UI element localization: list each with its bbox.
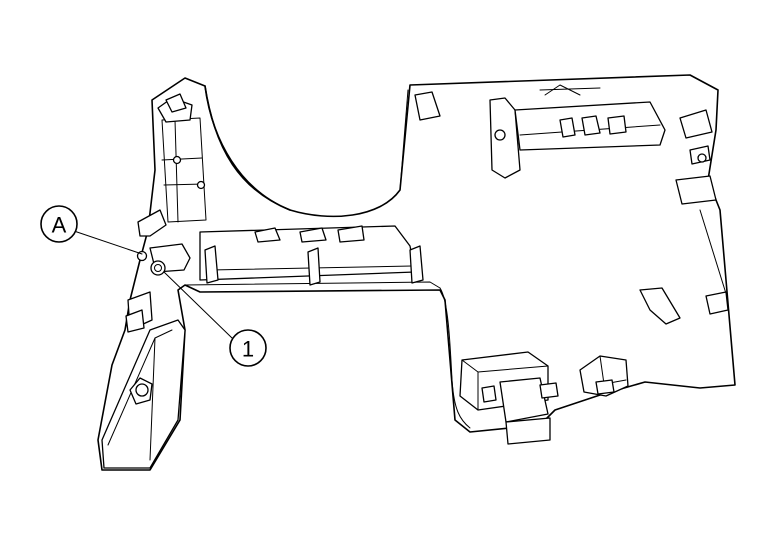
callout-1-circle — [229, 329, 267, 367]
callout-1-label: 1 — [242, 337, 254, 362]
leader-1 — [163, 271, 233, 339]
callout-1: 1 — [229, 329, 267, 367]
part-1-bracket — [136, 243, 191, 276]
lower-right-bracket — [579, 355, 629, 397]
right-upper-bracket — [414, 84, 666, 179]
harness-line — [439, 287, 471, 429]
left-bracket-frame — [157, 93, 207, 223]
center-strip — [184, 225, 441, 289]
leader-lines — [73, 230, 233, 339]
leader-a — [73, 230, 143, 255]
callout-a: A — [40, 205, 78, 243]
callout-a-circle — [40, 205, 78, 243]
left-side-clips — [125, 209, 167, 333]
right-side-clips — [639, 109, 729, 325]
knee-bolster — [101, 319, 186, 469]
part-1-clip — [150, 260, 166, 276]
callout-a-label: A — [52, 213, 67, 238]
control-module — [459, 351, 559, 445]
